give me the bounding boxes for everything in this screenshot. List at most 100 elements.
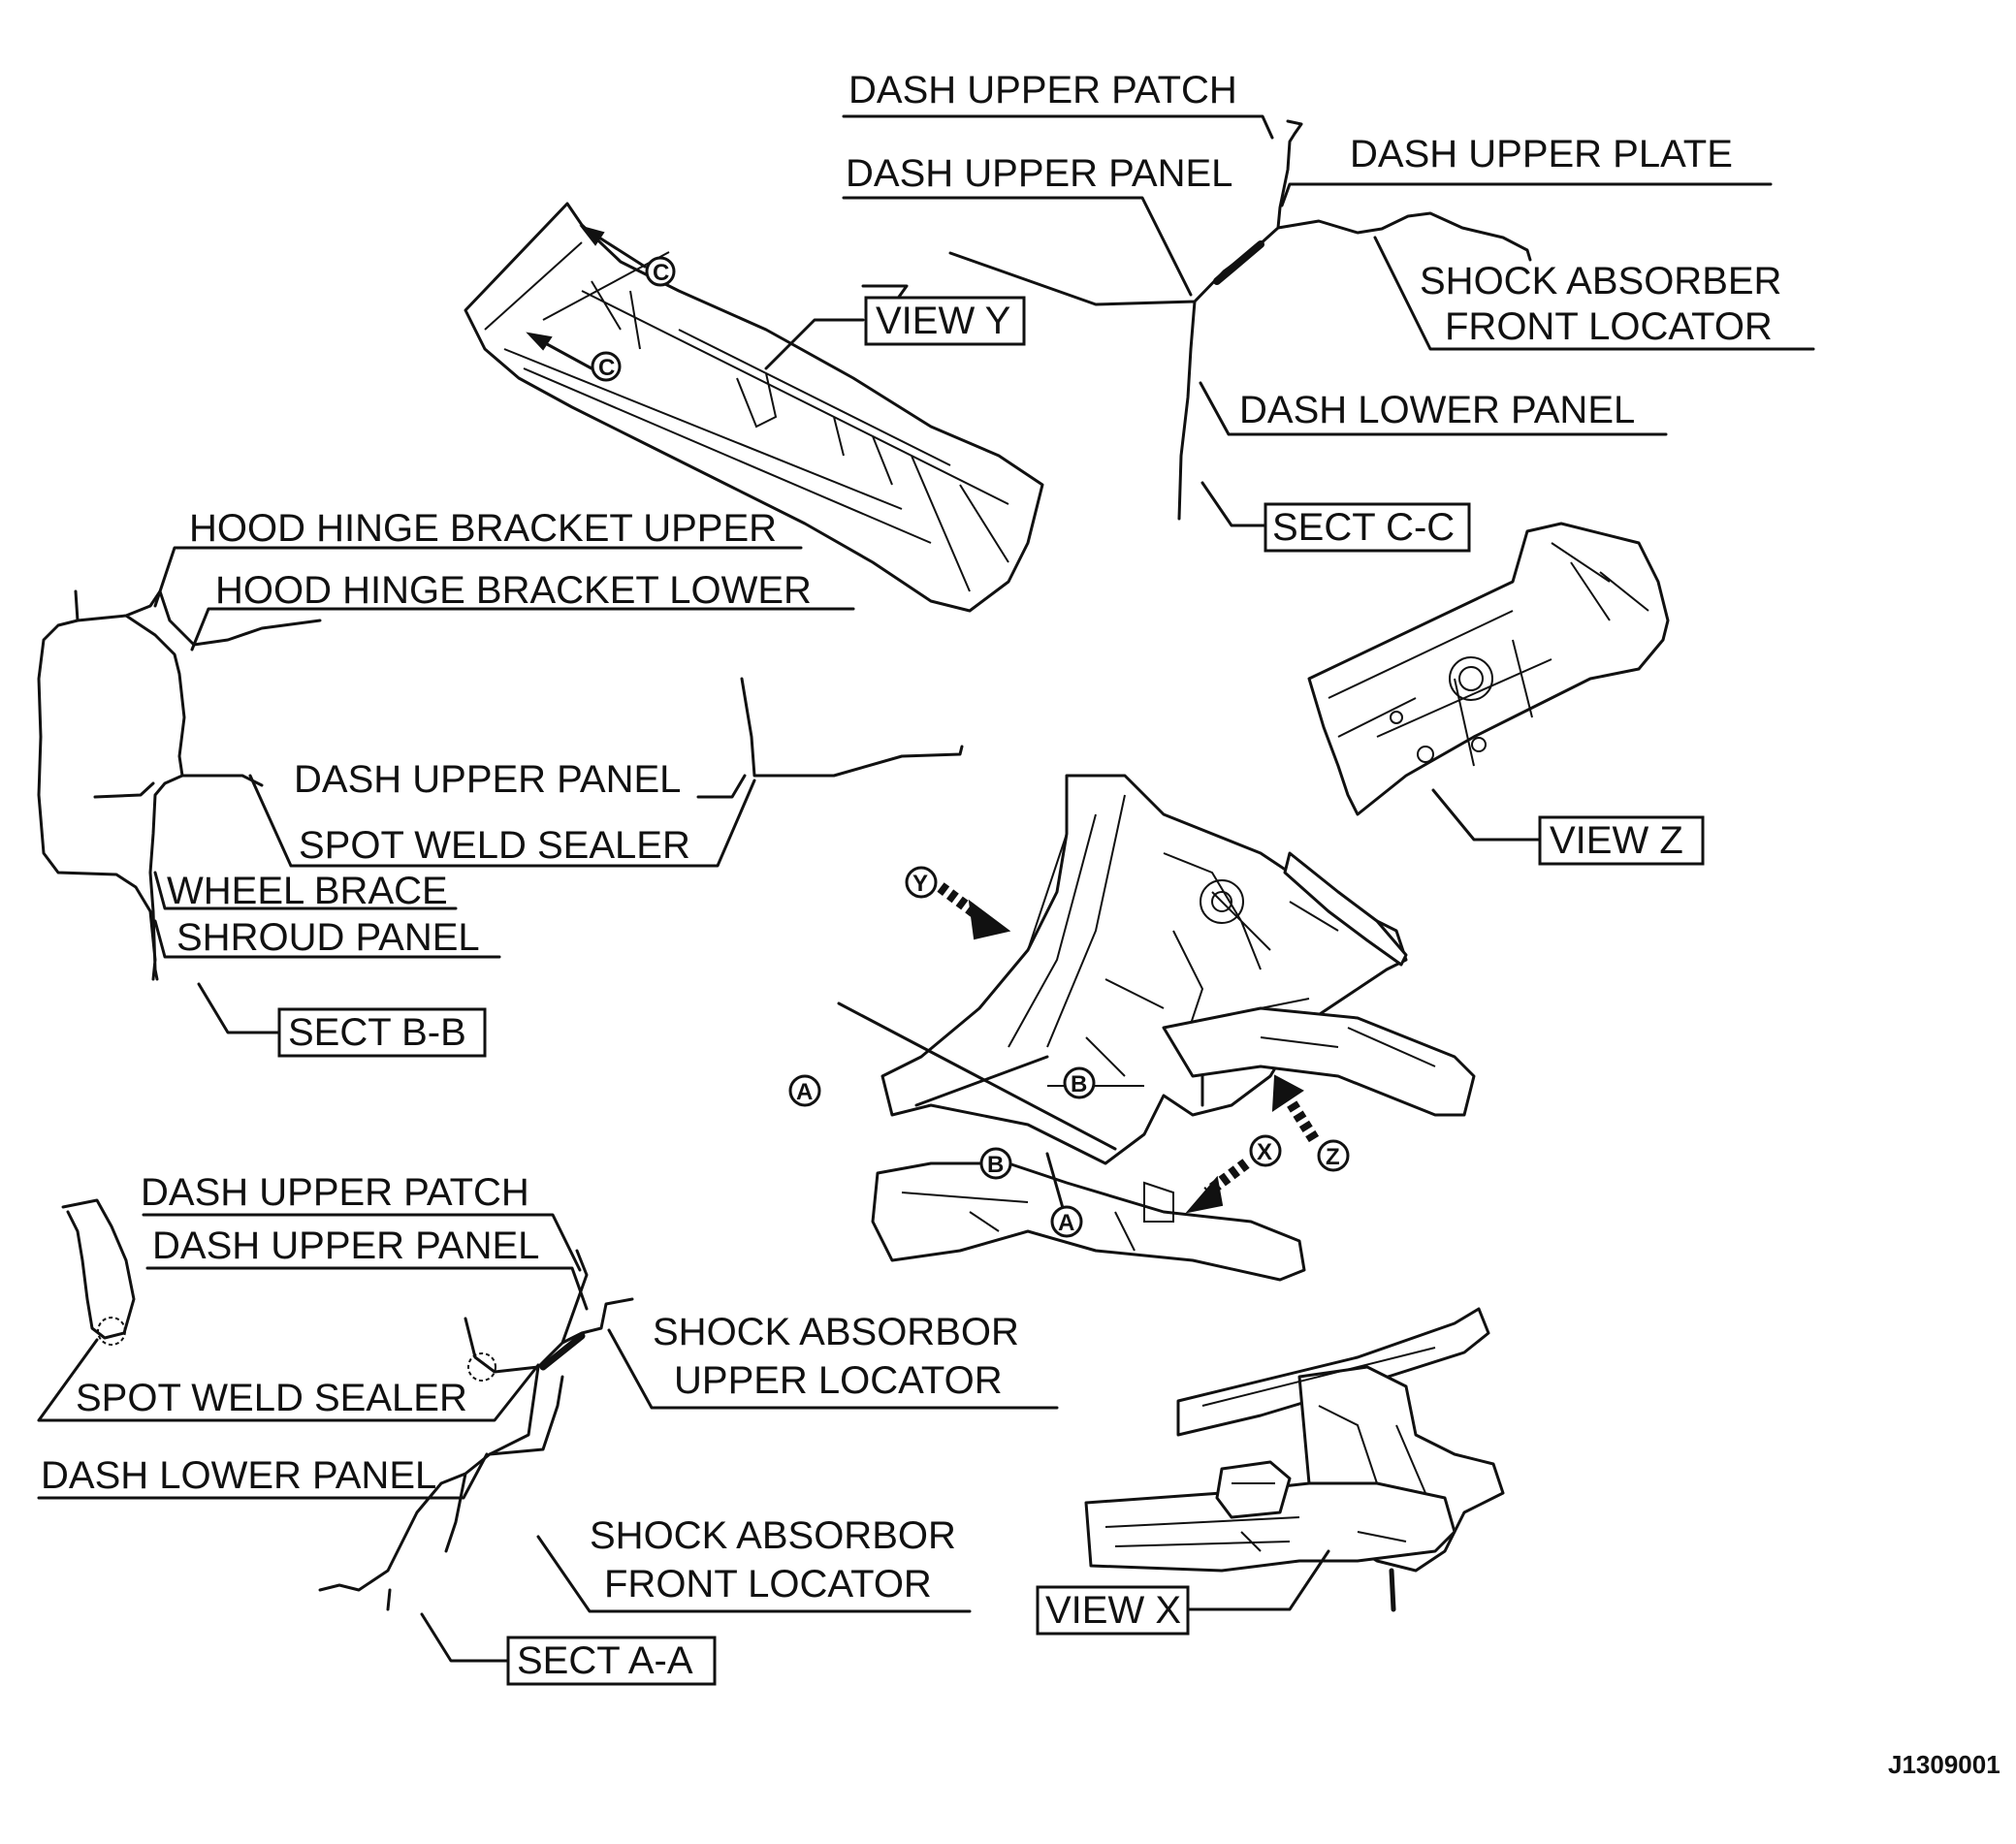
label-dash-upper-patch-c: DASH UPPER PATCH	[848, 69, 1237, 111]
leader-shock-front-locator-a	[536, 1535, 972, 1613]
sect-b-profile	[37, 589, 322, 981]
label-shock-absorber-front-locator-c-2: FRONT LOCATOR	[1445, 305, 1773, 348]
label-dash-upper-panel-c: DASH UPPER PANEL	[846, 152, 1232, 195]
view-x-arrow-head	[1185, 1175, 1224, 1214]
label-dash-lower-panel-a: DASH LOWER PANEL	[41, 1454, 436, 1497]
tag-box-view-y	[864, 296, 1026, 346]
label-dash-upper-patch-a: DASH UPPER PATCH	[141, 1171, 529, 1214]
leader-shock-upper-locator	[607, 1328, 1059, 1410]
marker-x-circle	[1249, 1134, 1282, 1167]
view-z-arrow-head	[1271, 1074, 1304, 1112]
tag-view-z: VIEW Z	[1550, 819, 1683, 862]
figure-code: J1309001	[1888, 1750, 2000, 1779]
main-upper-rail	[1283, 851, 1408, 967]
sect-c-profile	[948, 119, 1532, 521]
view-z-hole-1	[1417, 746, 1434, 763]
view-z-group: VIEW Z	[1307, 522, 1705, 866]
marker-y-circle	[905, 866, 938, 899]
view-y-group: C C VIEW Y	[464, 202, 1044, 613]
view-y-arrow-head	[968, 899, 1011, 940]
view-y-cowl-detail	[484, 241, 1009, 592]
label-dash-lower-panel-c: DASH LOWER PANEL	[1239, 389, 1635, 431]
marker-c2-circle	[591, 351, 622, 382]
view-z-dash-panel	[1307, 522, 1670, 816]
label-dash-upper-panel-b: DASH UPPER PANEL	[294, 758, 681, 801]
main-strut-tower	[1200, 879, 1244, 924]
main-cowl-detail	[978, 794, 1339, 1087]
view-x-group: VIEW X	[1036, 1307, 1505, 1636]
view-y-arrowhead-c1	[579, 225, 605, 246]
marker-z-circle	[1317, 1139, 1350, 1172]
main-side-member-right	[1162, 1006, 1476, 1117]
label-hood-hinge-bracket-lower: HOOD HINGE BRACKET LOWER	[215, 569, 812, 612]
label-spot-weld-sealer-a: SPOT WELD SEALER	[76, 1377, 467, 1419]
marker-c2: C	[598, 355, 615, 381]
view-y-arrowhead-c2	[526, 332, 553, 351]
view-z-hole-3	[1471, 737, 1487, 752]
leader-dash-upper-panel-c	[842, 196, 1193, 297]
tag-box-sect-a-a	[506, 1636, 717, 1686]
leader-dash-lower-panel-c	[1199, 381, 1668, 436]
sect-c-c-group: DASH UPPER PATCH DASH UPPER PLATE DASH U…	[842, 69, 1815, 553]
tag-sect-a-a: SECT A-A	[517, 1639, 693, 1682]
marker-x: X	[1257, 1139, 1272, 1165]
sect-a-weld-circle-1	[97, 1317, 126, 1346]
tag-sect-b-b: SECT B-B	[288, 1011, 466, 1054]
main-strut-tower-inner	[1211, 891, 1232, 912]
leader-shock-absorber-front-locator-c	[1373, 236, 1815, 351]
leader-hood-hinge-lower	[190, 607, 855, 652]
tag-box-sect-c-c	[1264, 502, 1471, 553]
marker-c1-circle	[645, 256, 676, 287]
label-wheel-brace: WHEEL BRACE	[167, 870, 448, 912]
label-dash-upper-panel-a: DASH UPPER PANEL	[152, 1224, 539, 1267]
label-spot-weld-sealer-b: SPOT WELD SEALER	[299, 824, 690, 867]
sect-b-right-panel	[740, 677, 964, 778]
view-x-mount	[1215, 1460, 1292, 1519]
label-shock-absorbor-front-locator-1: SHOCK ABSORBOR	[590, 1514, 956, 1557]
tag-view-y: VIEW Y	[876, 300, 1010, 342]
view-z-hole-2	[1390, 711, 1403, 724]
leader-sect-c-c	[1200, 481, 1267, 527]
view-x-detail	[1104, 1347, 1436, 1552]
cut-line-a-top	[837, 1001, 1117, 1151]
tag-box-sect-b-b	[277, 1007, 487, 1058]
label-shock-absorbor-front-locator-2: FRONT LOCATOR	[604, 1563, 932, 1606]
main-side-member-lower	[871, 1161, 1306, 1282]
tag-sect-c-c: SECT C-C	[1272, 506, 1455, 549]
sect-c-weld-bead	[1213, 240, 1264, 285]
tag-view-x: VIEW X	[1045, 1589, 1181, 1632]
leader-spot-weld-sealer-b	[248, 774, 756, 868]
sect-a-weld-bead	[539, 1332, 586, 1371]
leader-dash-upper-patch-c	[842, 114, 1274, 140]
leader-dash-upper-panel-a	[145, 1266, 589, 1311]
leader-hood-hinge-upper	[153, 546, 803, 608]
leader-view-z	[1431, 788, 1544, 842]
marker-c1: C	[653, 260, 669, 286]
view-x-stud	[1389, 1568, 1396, 1612]
cut-line-b	[914, 1055, 1049, 1107]
sect-b-b-group: HOOD HINGE BRACKET UPPER HOOD HINGE BRAC…	[37, 507, 964, 1058]
tag-box-view-x	[1036, 1585, 1190, 1636]
view-x-side-member	[1084, 1481, 1456, 1573]
leader-dash-upper-plate-c	[1280, 182, 1773, 207]
leader-wheel-brace	[153, 871, 458, 910]
marker-z: Z	[1326, 1144, 1340, 1170]
marker-b-top-circle	[1063, 1066, 1096, 1099]
marker-b-top: B	[1071, 1071, 1087, 1097]
leader-sect-b-b	[197, 982, 283, 1034]
marker-a-bottom: A	[1058, 1210, 1074, 1236]
leader-view-x	[1186, 1549, 1330, 1611]
label-shock-absorber-front-locator-c-1: SHOCK ABSORBER	[1420, 260, 1781, 302]
sect-a-a-group: DASH UPPER PATCH DASH UPPER PANEL SHOCK …	[37, 1171, 1059, 1686]
label-shock-absorbor-upper-locator-2: UPPER LOCATOR	[674, 1359, 1003, 1402]
label-shroud-panel: SHROUD PANEL	[176, 916, 480, 959]
main-cowl-assembly	[880, 774, 1408, 1165]
leader-sect-a-a	[420, 1612, 509, 1663]
marker-a-top: A	[796, 1079, 813, 1105]
sect-a-weld-circle-2	[467, 1352, 496, 1382]
marker-a-bottom-circle	[1050, 1205, 1083, 1238]
label-hood-hinge-bracket-upper: HOOD HINGE BRACKET UPPER	[189, 507, 777, 550]
main-assembly-group: Y A B B A X Z	[788, 774, 1476, 1282]
